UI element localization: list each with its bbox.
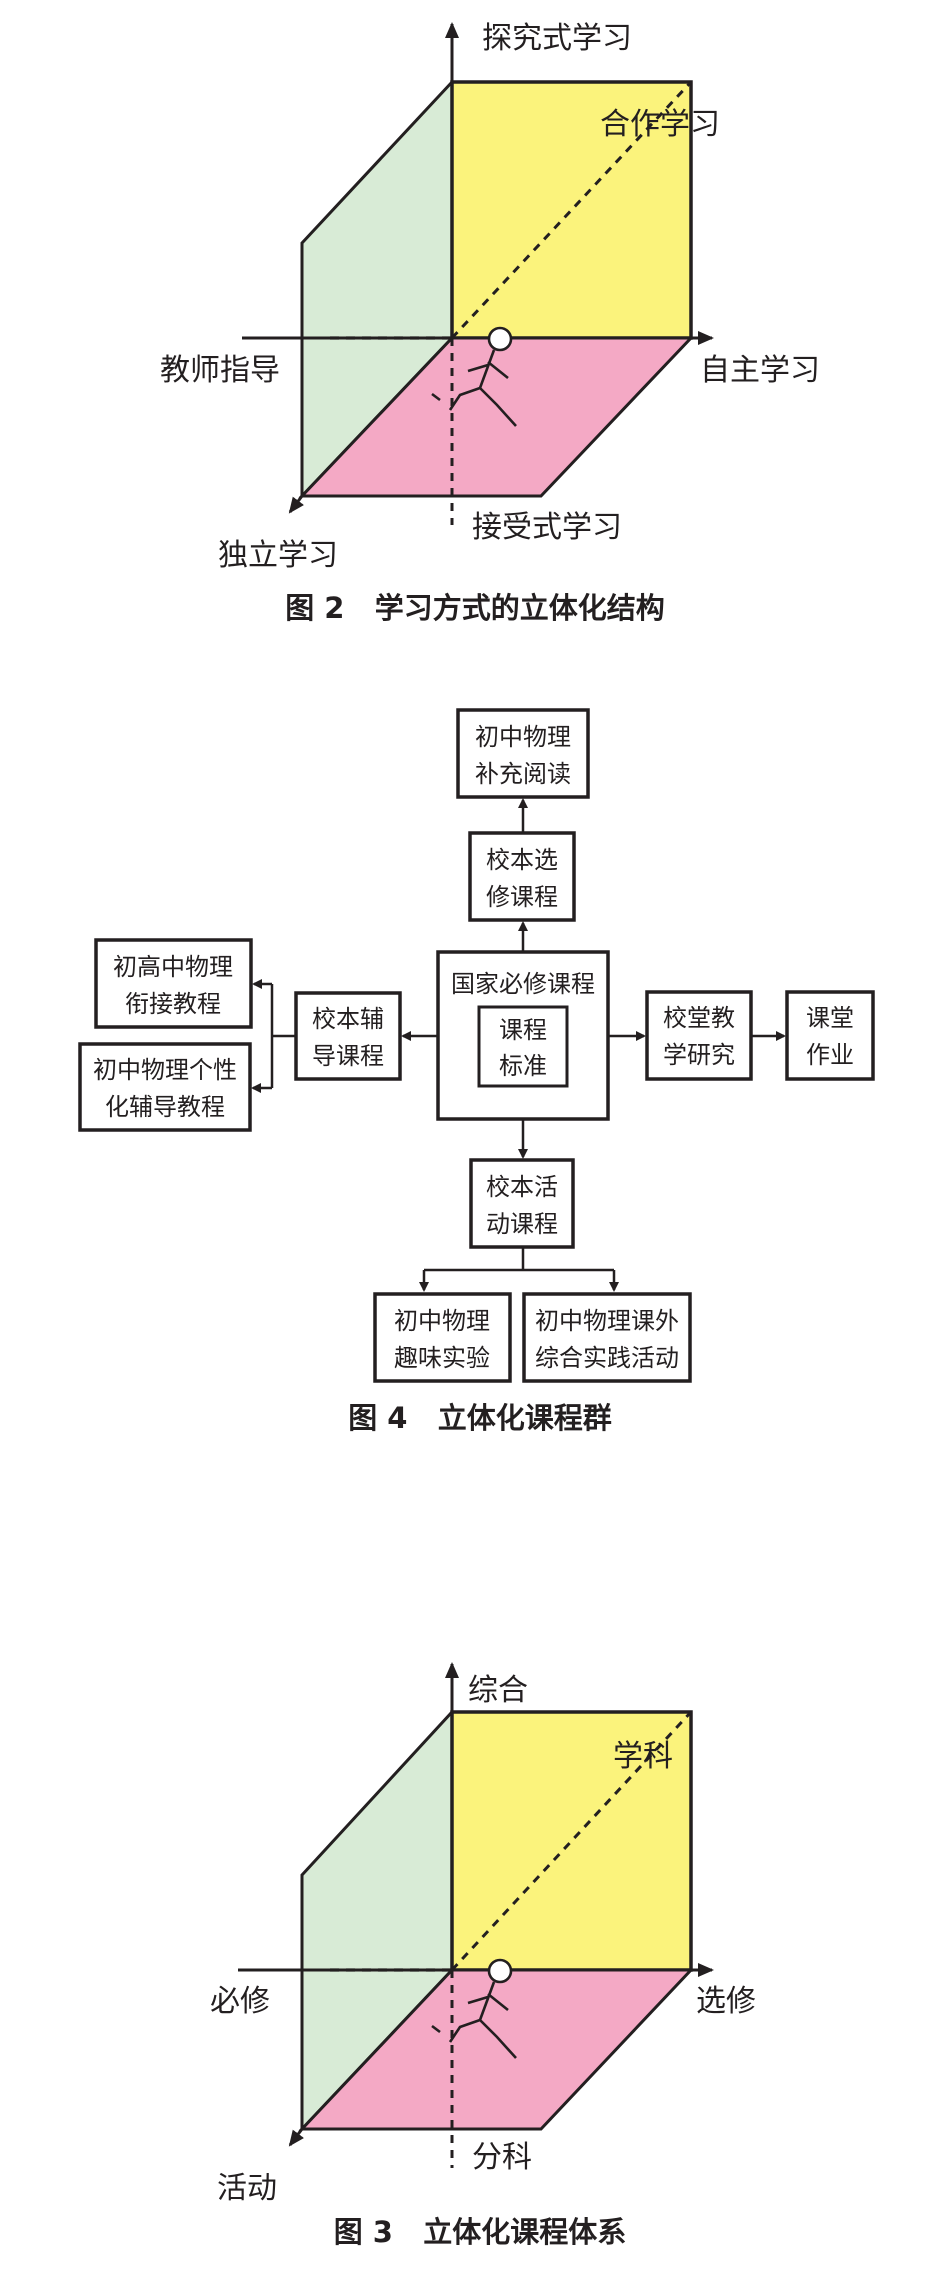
box-curriculum-standard-line2: 标准 (499, 1052, 547, 1080)
caption-figure-2: 图 2 学习方式的立体化结构 (285, 591, 665, 625)
box-national-required-label: 国家必修课程 (451, 970, 595, 998)
box-personal-tutoring-line1: 初中物理个性 (93, 1056, 237, 1084)
box-personal-tutoring (78, 1042, 252, 1132)
box-fun-experiment (373, 1292, 512, 1383)
axis-front-arrow (288, 2128, 304, 2147)
bracket-activity-branch (424, 1247, 614, 1272)
figure-3-course-system: 综合 学科 必修 选修 分科 活动 图 3 立体化课程体系 (210, 1662, 756, 2249)
box-personal-tutoring-line2: 化辅导教程 (105, 1093, 225, 1121)
box-supplementary-reading-line2: 补充阅读 (475, 760, 571, 788)
box-extracurricular-practice-line1: 初中物理课外 (535, 1307, 679, 1335)
label-axis-front: 独立学习 (218, 538, 338, 573)
running-figure-icon (431, 326, 517, 427)
axis-front-arrow (288, 495, 304, 514)
box-fun-experiment-line1: 初中物理 (394, 1307, 490, 1335)
box-extracurricular-practice (522, 1292, 692, 1383)
box-class-research-line2: 学研究 (663, 1041, 735, 1069)
box-class-homework-line1: 课堂 (806, 1004, 854, 1032)
caption-figure-4: 图 4 立体化课程群 (348, 1401, 612, 1435)
label-axis-bottom: 分科 (472, 2140, 532, 2175)
box-school-tutoring-line1: 校本辅 (312, 1005, 384, 1033)
box-school-activity-line1: 校本活 (486, 1173, 558, 1201)
running-figure-icon (431, 1958, 517, 2059)
box-bridge-tutorial-line2: 衔接教程 (125, 990, 221, 1018)
box-fun-experiment-line2: 趣味实验 (394, 1344, 490, 1372)
box-school-elective-line1: 校本选 (486, 846, 558, 874)
figure-2-learning-style-structure: 探究式学习 合作学习 教师指导 自主学习 接受式学习 独立学习 图 2 学习方式… (160, 21, 820, 625)
box-extracurricular-practice-line2: 综合实践活动 (535, 1344, 679, 1372)
box-supplementary-reading-line1: 初中物理 (475, 723, 571, 751)
label-axis-left: 必修 (210, 1984, 270, 2019)
label-axis-top: 探究式学习 (482, 21, 632, 56)
box-school-activity (469, 1158, 575, 1249)
label-axis-right: 选修 (696, 1984, 756, 2019)
box-school-activity-line2: 动课程 (486, 1210, 558, 1238)
caption-figure-3: 图 3 立体化课程体系 (334, 2215, 627, 2249)
label-diagonal: 合作学习 (600, 107, 720, 142)
box-curriculum-standard (477, 1005, 569, 1088)
box-class-homework-line2: 作业 (806, 1041, 854, 1069)
box-supplementary-reading (456, 708, 590, 799)
box-bridge-tutorial-line1: 初高中物理 (113, 953, 233, 981)
box-bridge-tutorial (94, 938, 253, 1029)
figure-4-course-group: 初中物理 补充阅读 校本选 修课程 国家必修课程 课程 标准 校本辅 导课程 初… (78, 708, 875, 1435)
box-curriculum-standard-line1: 课程 (499, 1016, 547, 1044)
label-axis-right: 自主学习 (700, 353, 820, 388)
label-axis-bottom: 接受式学习 (472, 510, 622, 545)
label-axis-top: 综合 (468, 1673, 528, 1708)
box-school-tutoring-line2: 导课程 (312, 1042, 384, 1070)
diagonal-dashed (450, 80, 693, 340)
box-class-research-line1: 校堂教 (663, 1004, 735, 1032)
box-class-research (645, 990, 753, 1081)
label-axis-left: 教师指导 (160, 353, 280, 388)
label-diagonal: 学科 (613, 1739, 673, 1774)
bracket-tutoring-branch (270, 984, 296, 1088)
label-axis-front: 活动 (217, 2171, 277, 2206)
box-school-elective-line2: 修课程 (486, 883, 558, 911)
box-class-homework (785, 990, 875, 1081)
